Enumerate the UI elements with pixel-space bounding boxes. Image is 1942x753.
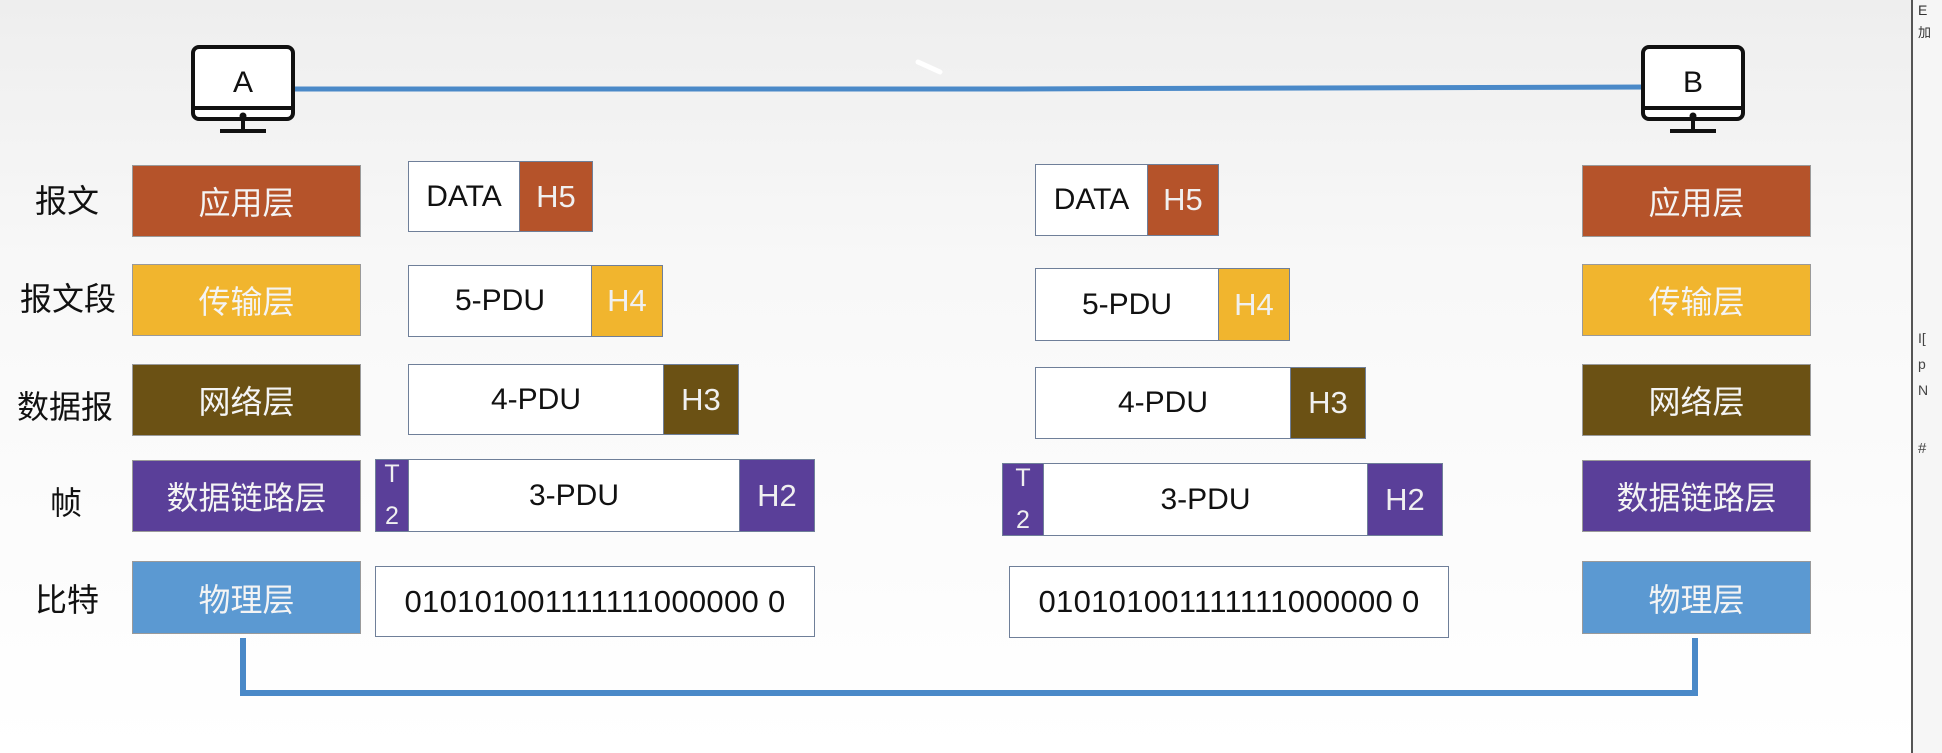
header-a-h2: H2: [739, 459, 815, 532]
trailer-b-t2-letter: T: [1015, 464, 1031, 492]
row-label-frame: 帧: [50, 484, 83, 522]
packet-b-5pdu: 5-PDU: [1035, 268, 1219, 341]
row-label-datagram: 数据报: [17, 388, 114, 426]
side-fragment-1: E: [1918, 2, 1928, 18]
layer-b-datalink: 数据链路层: [1582, 460, 1811, 532]
host-a-label: A: [232, 66, 253, 99]
side-panel-fragment: E 加 I[ p N #: [1911, 0, 1942, 753]
header-a-h4: H4: [591, 265, 663, 337]
packet-b-data: DATA: [1035, 164, 1148, 236]
packet-a-data: DATA: [408, 161, 520, 232]
header-b-h5: H5: [1147, 164, 1219, 236]
layer-b-transport: 传输层: [1582, 264, 1811, 336]
header-b-h3: H3: [1290, 367, 1366, 439]
row-label-message: 报文: [35, 182, 100, 220]
host-link-line-right: [999, 84, 1651, 92]
packet-b-4pdu: 4-PDU: [1035, 367, 1291, 439]
packet-a-5pdu: 5-PDU: [408, 265, 592, 337]
host-b-label: B: [1682, 66, 1703, 99]
layer-a-datalink: 数据链路层: [132, 460, 361, 532]
layer-b-physical: 物理层: [1582, 561, 1811, 634]
row-label-segment: 报文段: [20, 280, 117, 318]
layer-a-physical: 物理层: [132, 561, 361, 634]
layer-a-application: 应用层: [132, 165, 361, 237]
side-fragment-2: 加: [1918, 25, 1932, 40]
side-fragment-5: N: [1918, 382, 1929, 398]
row-label-bit: 比特: [35, 581, 100, 619]
packet-a-3pdu: 3-PDU: [408, 459, 740, 532]
header-b-h2: H2: [1367, 463, 1443, 536]
layer-b-network: 网络层: [1582, 364, 1811, 436]
packet-b-3pdu: 3-PDU: [1043, 463, 1368, 536]
side-fragment-4: p: [1918, 356, 1926, 372]
layer-b-application: 应用层: [1582, 165, 1811, 237]
header-a-h5: H5: [519, 161, 593, 232]
side-fragment-3: I[: [1918, 330, 1926, 346]
trailer-b-t2-digit: 2: [1016, 506, 1030, 534]
trailer-a-t2-letter: T: [384, 460, 400, 488]
host-a-monitor-icon: [190, 44, 298, 136]
layer-a-network: 网络层: [132, 364, 361, 436]
trailer-a-t2-digit: 2: [385, 502, 399, 530]
packet-a-4pdu: 4-PDU: [408, 364, 664, 435]
header-a-h3: H3: [663, 364, 739, 435]
host-b-monitor-icon: [1640, 44, 1748, 136]
side-fragment-6: #: [1918, 440, 1927, 457]
physical-link-line: [240, 638, 1698, 696]
bitstream-b: 010101001111111000000 0: [1009, 566, 1449, 638]
bitstream-a: 010101001111111000000 0: [375, 566, 815, 637]
trailer-b-t2: T 2: [1002, 463, 1044, 536]
pen-mark: [915, 59, 943, 75]
header-b-h4: H4: [1218, 268, 1290, 341]
trailer-a-t2: T 2: [375, 459, 409, 532]
layer-a-transport: 传输层: [132, 264, 361, 336]
